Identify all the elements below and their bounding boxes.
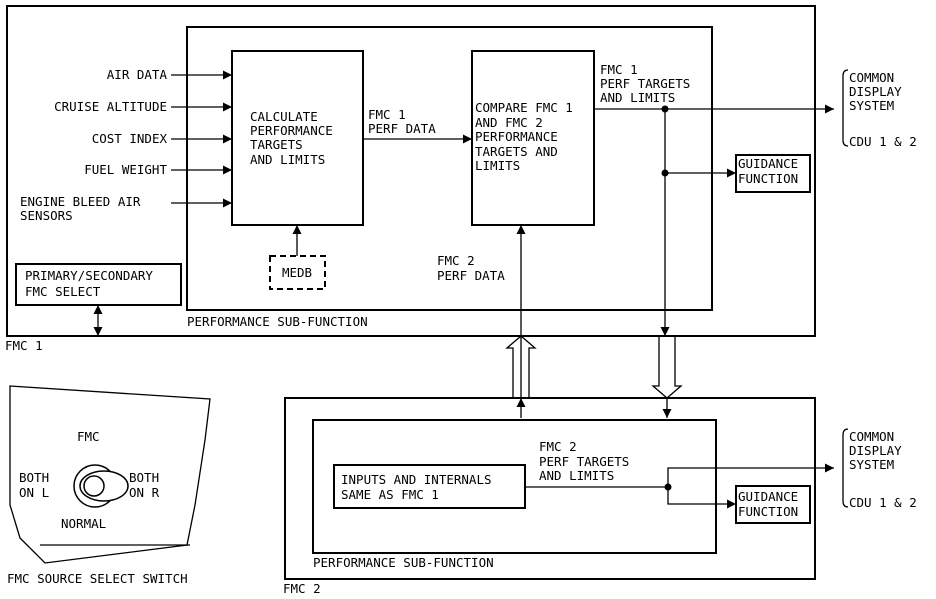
switch-bottom-label: NORMAL bbox=[61, 516, 106, 531]
calc-box-line-4: AND LIMITS bbox=[250, 152, 325, 167]
fmc2-perf-targets-label-3: AND LIMITS bbox=[539, 468, 614, 483]
input-engine-bleed-air: ENGINE BLEED AIR bbox=[20, 194, 141, 209]
fmc2-unit: FMC 2 PERFORMANCE SUB-FUNCTION INPUTS AN… bbox=[283, 397, 917, 596]
fmc1-unit: FMC 1 PERFORMANCE SUB-FUNCTION AIR DATA … bbox=[5, 5, 917, 353]
input-cruise-altitude: CRUISE ALTITUDE bbox=[54, 99, 167, 114]
fmc2-perf-targets-label-2: PERF TARGETS bbox=[539, 454, 629, 469]
input-sensors: SENSORS bbox=[20, 208, 73, 223]
fmc2-cds-line-1: COMMON bbox=[849, 429, 894, 444]
select-box-line-1: PRIMARY/SECONDARY bbox=[25, 268, 153, 283]
fmc2-cdu-label: CDU 1 & 2 bbox=[849, 495, 917, 510]
fmc1-perf-data-label-2: PERF DATA bbox=[368, 121, 436, 136]
input-air-data: AIR DATA bbox=[107, 67, 168, 82]
fmc1-perf-data-label-1: FMC 1 bbox=[368, 107, 406, 122]
fmc1-cds-line-2: DISPLAY bbox=[849, 84, 902, 99]
switch-right-line-2: ON R bbox=[129, 485, 160, 500]
calc-box-line-3: TARGETS bbox=[250, 137, 303, 152]
fmc1-guidance-line-1: GUIDANCE bbox=[738, 156, 798, 171]
fmc1-perf-targets-label-2: PERF TARGETS bbox=[600, 76, 690, 91]
fmc2-inputs-line-2: SAME AS FMC 1 bbox=[341, 487, 439, 502]
fmc-source-select-switch: FMC BOTH ON L BOTH ON R NORMAL FMC SOURC… bbox=[7, 385, 211, 586]
primary-secondary-select-box bbox=[15, 263, 182, 306]
fmc1-perf-subfunction-label: PERFORMANCE SUB-FUNCTION bbox=[187, 314, 368, 329]
fmc2-cds-bracket bbox=[842, 428, 849, 508]
fmc2-perf-data-label-2: PERF DATA bbox=[437, 268, 505, 283]
fmc1-cds-line-3: SYSTEM bbox=[849, 98, 894, 113]
fmc2-perf-targets-label-1: FMC 2 bbox=[539, 439, 577, 454]
fmc2-perf-subfunction-label: PERFORMANCE SUB-FUNCTION bbox=[313, 555, 494, 570]
calculate-performance-box bbox=[231, 50, 364, 226]
switch-left-line-1: BOTH bbox=[19, 470, 49, 485]
fmc1-label: FMC 1 bbox=[5, 338, 43, 353]
medb-box bbox=[269, 255, 326, 290]
fmc2-to-fmc1-hollow-arrow bbox=[505, 335, 537, 399]
switch-left-line-2: ON L bbox=[19, 485, 49, 500]
calc-box-line-1: CALCULATE bbox=[250, 109, 318, 124]
compare-box bbox=[471, 50, 595, 226]
compare-box-line-2: AND FMC 2 bbox=[475, 115, 543, 130]
select-box-line-2: FMC SELECT bbox=[25, 284, 101, 299]
fmc2-outer-frame bbox=[284, 397, 816, 580]
fmc2-guidance-function-box bbox=[735, 485, 811, 524]
calc-box-line-2: PERFORMANCE bbox=[250, 123, 333, 138]
fmc2-label: FMC 2 bbox=[283, 581, 321, 596]
fmc1-guidance-line-2: FUNCTION bbox=[738, 171, 798, 186]
compare-box-line-1: COMPARE FMC 1 bbox=[475, 100, 573, 115]
switch-caption: FMC SOURCE SELECT SWITCH bbox=[7, 571, 188, 586]
fmc2-cds-line-2: DISPLAY bbox=[849, 443, 902, 458]
input-fuel-weight: FUEL WEIGHT bbox=[84, 162, 167, 177]
fmc2-guidance-line-2: FUNCTION bbox=[738, 504, 798, 519]
fmc2-perf-subfunction-frame bbox=[312, 419, 717, 554]
compare-box-line-3: PERFORMANCE bbox=[475, 129, 558, 144]
fmc1-cds-bracket bbox=[842, 69, 849, 147]
fmc1-guidance-function-box bbox=[735, 154, 811, 193]
fmc2-guidance-line-1: GUIDANCE bbox=[738, 489, 798, 504]
compare-box-line-4: TARGETS AND bbox=[475, 144, 558, 159]
switch-knob-center bbox=[83, 475, 105, 497]
fmc1-cds-line-1: COMMON bbox=[849, 70, 894, 85]
inter-fmc-links bbox=[505, 225, 683, 418]
fmc2-output-to-cds bbox=[667, 463, 834, 487]
fmc1-outer-frame bbox=[6, 5, 816, 337]
fmc1-perf-subfunction-frame bbox=[186, 26, 713, 311]
fmc2-output-to-guidance bbox=[667, 487, 736, 509]
compare-box-line-5: LIMITS bbox=[475, 158, 520, 173]
fmc2-inputs-box bbox=[333, 464, 526, 509]
fmc1-inputs: AIR DATA CRUISE ALTITUDE COST INDEX FUEL… bbox=[20, 67, 232, 223]
switch-title: FMC bbox=[77, 429, 100, 444]
fmc2-cds-line-3: SYSTEM bbox=[849, 457, 894, 472]
fmc1-cdu-label: CDU 1 & 2 bbox=[849, 134, 917, 149]
medb-label: MEDB bbox=[282, 265, 312, 280]
fmc2-inputs-line-1: INPUTS AND INTERNALS bbox=[341, 472, 492, 487]
fmc1-perf-targets-label-3: AND LIMITS bbox=[600, 90, 675, 105]
fmc1-to-fmc2-hollow-arrow bbox=[651, 335, 683, 399]
input-cost-index: COST INDEX bbox=[92, 131, 168, 146]
fmc1-perf-targets-label-1: FMC 1 bbox=[600, 62, 638, 77]
fmc2-perf-data-label-1: FMC 2 bbox=[437, 253, 475, 268]
switch-right-line-1: BOTH bbox=[129, 470, 159, 485]
